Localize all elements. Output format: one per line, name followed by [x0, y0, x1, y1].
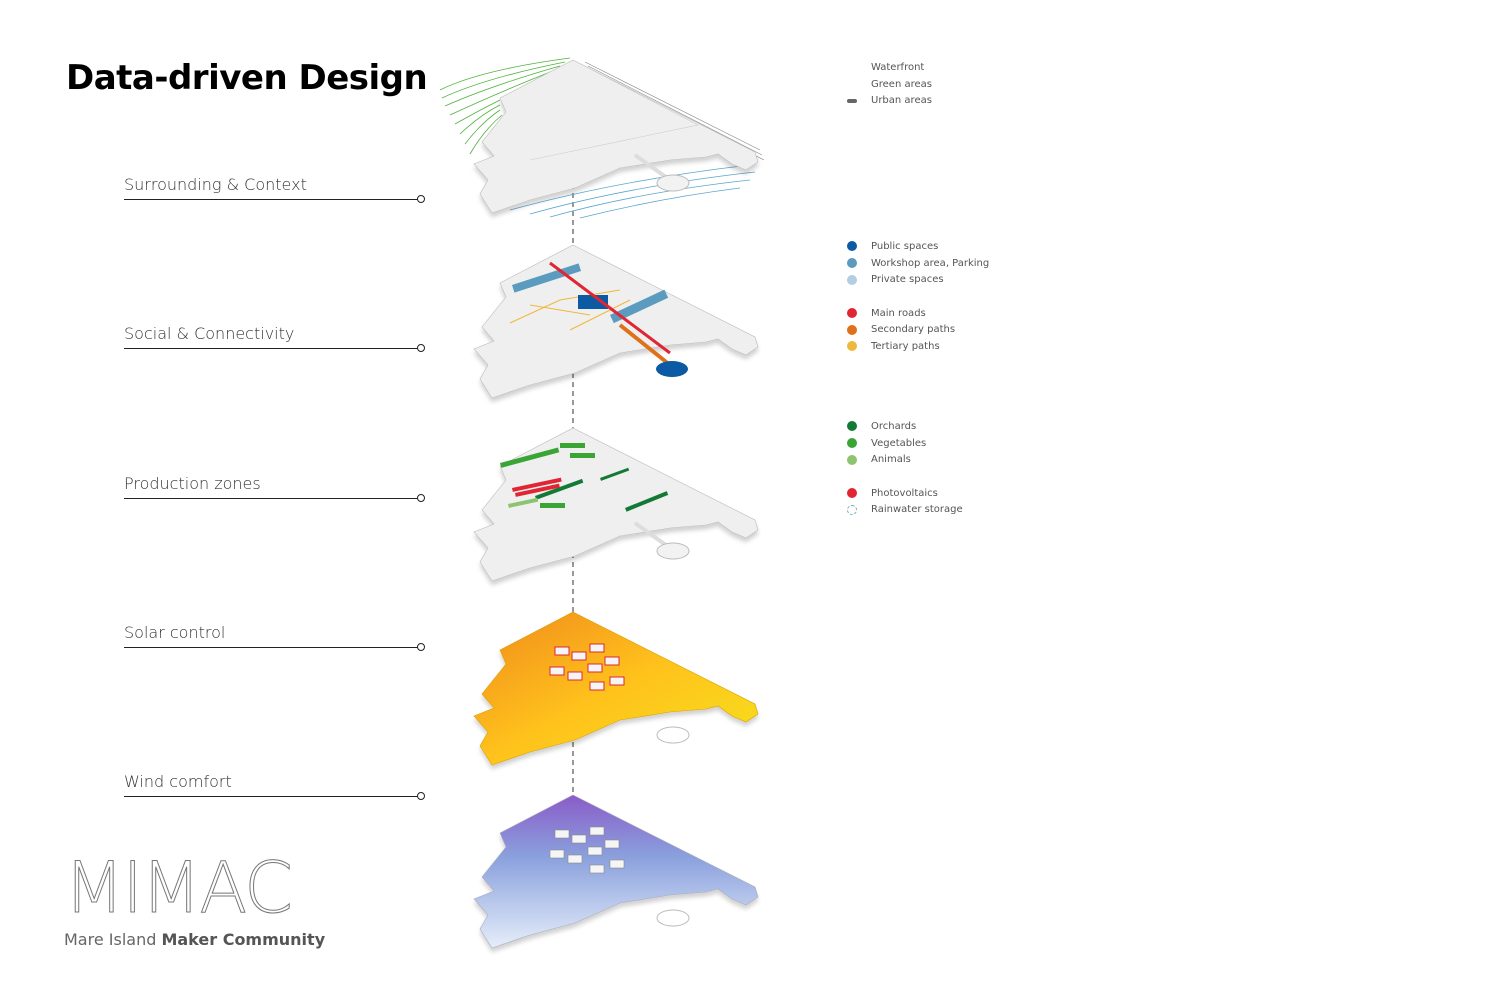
- legend-item: Secondary paths: [847, 321, 989, 338]
- layer-label-text: Solar control: [124, 623, 226, 642]
- leader-line: [124, 647, 418, 648]
- leader-dot: [417, 792, 425, 800]
- map-layer-production: [473, 427, 759, 582]
- legend-item: Animals: [847, 451, 963, 468]
- legend-swatch-icon: [847, 98, 857, 103]
- logo-mark: MIMAC: [63, 847, 293, 930]
- legend-label: Urban areas: [871, 95, 932, 107]
- legend-item: Private spaces: [847, 271, 989, 288]
- legend-item: Green areas: [847, 76, 932, 93]
- legend-label: Private spaces: [871, 274, 944, 286]
- layer-label-surrounding: Surrounding & Context: [124, 175, 425, 203]
- legend-item: Orchards: [847, 418, 963, 435]
- legend-label: Tertiary paths: [871, 340, 940, 352]
- map-layer-wind: [473, 794, 759, 949]
- leader-line: [124, 498, 418, 499]
- legend-label: Main roads: [871, 307, 926, 319]
- legend-swatch-icon: [847, 79, 857, 89]
- legend-item: Vegetables: [847, 435, 963, 452]
- legend-label: Green areas: [871, 78, 932, 90]
- legend-label: Animals: [871, 454, 911, 466]
- legend-label: Orchards: [871, 420, 917, 432]
- logo-sub-bold: Maker Community: [161, 930, 326, 949]
- logo-sub-light: Mare Island: [64, 930, 162, 949]
- layer-label-solar: Solar control: [124, 623, 425, 651]
- leader-line: [124, 796, 418, 797]
- leader-dot: [417, 494, 425, 502]
- leader-line: [124, 199, 418, 200]
- layer-label-text: Production zones: [124, 474, 261, 493]
- legend-swatch-icon: [847, 308, 857, 319]
- map-layer-solar: [473, 611, 759, 766]
- legend-label: Vegetables: [871, 437, 927, 449]
- legend-label: Photovoltaics: [871, 487, 938, 499]
- legend-label: Secondary paths: [871, 324, 956, 336]
- page-title: Data-driven Design: [66, 58, 428, 98]
- legend-item: Photovoltaics: [847, 485, 963, 502]
- layer-label-social: Social & Connectivity: [124, 324, 425, 352]
- layer-label-wind: Wind comfort: [124, 772, 425, 800]
- legend-label: Rainwater storage: [871, 504, 963, 516]
- leader-dot: [417, 344, 425, 352]
- legend-item: Rainwater storage: [847, 501, 963, 518]
- legend-item: Urban areas: [847, 92, 932, 109]
- layer-label-text: Wind comfort: [124, 772, 232, 791]
- leader-line: [124, 348, 418, 349]
- leader-dot: [417, 643, 425, 651]
- water-contours: [509, 164, 756, 219]
- legend-swatch-icon: [847, 274, 857, 285]
- legend-swatch-icon: [847, 341, 857, 352]
- layer-label-production: Production zones: [124, 474, 425, 502]
- legend-swatch-icon: [847, 504, 857, 515]
- mimac-logo: MIMAC Mare Island Maker Community: [63, 846, 325, 950]
- legend-item: Waterfront: [847, 59, 932, 76]
- legend-label: Waterfront: [871, 61, 925, 73]
- logo-subtitle: Mare Island Maker Community: [64, 930, 325, 950]
- legend-swatch-icon: [847, 454, 857, 465]
- legend-swatch-icon: [847, 421, 857, 432]
- legend-label: Public spaces: [871, 240, 939, 252]
- legend-swatch-icon: [847, 62, 857, 72]
- leader-dot: [417, 195, 425, 203]
- map-layer-social: [473, 244, 759, 399]
- legend-item: Tertiary paths: [847, 338, 989, 355]
- legend-item: Main roads: [847, 305, 989, 322]
- legend-item: Workshop area, Parking: [847, 255, 989, 272]
- map-layer-surrounding: [439, 57, 765, 219]
- legend-swatch-icon: [847, 438, 857, 449]
- legend-item: Public spaces: [847, 238, 989, 255]
- legend-swatch-icon: [847, 241, 857, 252]
- legend-swatch-icon: [847, 324, 857, 335]
- layer-label-text: Surrounding & Context: [124, 175, 307, 194]
- legend-swatch-icon: [847, 488, 857, 499]
- green-contours: [439, 57, 571, 155]
- layer-label-text: Social & Connectivity: [124, 324, 295, 343]
- legend-label: Workshop area, Parking: [871, 257, 990, 269]
- legend-swatch-icon: [847, 258, 857, 269]
